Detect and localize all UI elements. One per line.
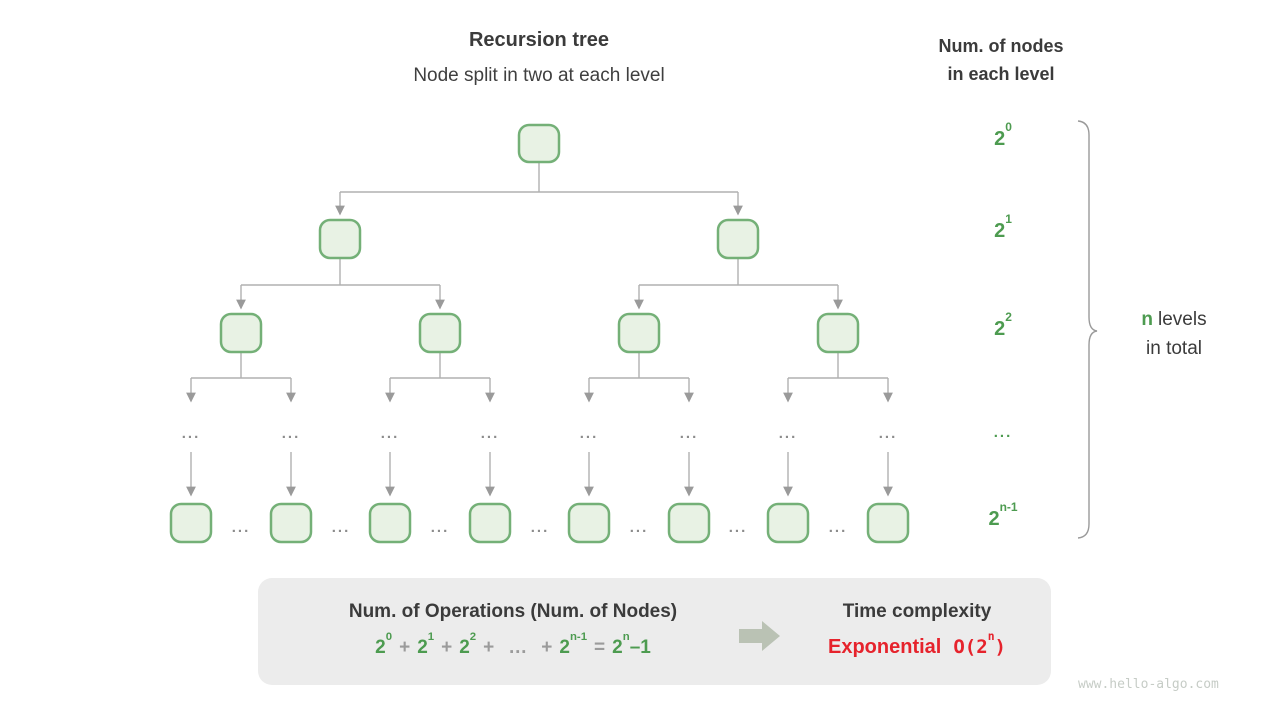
term-2-1: 21 [417, 630, 435, 658]
equals-sign: = [594, 637, 606, 658]
time-complexity-title: Time complexity [842, 601, 992, 622]
tree-node [418, 312, 462, 354]
tree-node [617, 312, 661, 354]
ellipsis: ... [332, 519, 351, 536]
ellipsis: ... [182, 425, 201, 442]
tree-node [368, 502, 412, 544]
ellipsis: ... [580, 425, 599, 442]
tree-connectors [191, 163, 888, 379]
tree-nodes [169, 123, 910, 544]
ellipsis: ... [232, 519, 251, 536]
ellipsis: ... [630, 519, 649, 536]
tree-ellipsis-row: ... ... ... ... ... ... ... ... [182, 425, 898, 442]
operations-formula: 20 +21 +22 + … +2n-1 = 2n–1 [268, 630, 758, 659]
nodes-per-level-heading-line1: Num. of nodes [938, 36, 1064, 56]
figure-title: Recursion tree [468, 29, 610, 51]
figure-subtitle: Node split in two at each level [413, 65, 665, 86]
level-count-label: 20 [994, 120, 1012, 150]
ellipsis: ... [779, 425, 798, 442]
big-o-notation: O(2n) [953, 628, 1006, 658]
ellipsis: ... [431, 519, 450, 536]
level-count-label: 22 [994, 310, 1012, 340]
operations-title: Num. of Operations (Num. of Nodes) [348, 601, 678, 622]
tree-node [766, 502, 810, 544]
complexity-result: Exponential O(2n) [806, 628, 1028, 659]
ellipsis: ... [729, 519, 748, 536]
tree-node [816, 312, 860, 354]
nodes-per-level-heading: Num. of nodes in each level [891, 32, 1111, 88]
tree-arrows [186, 192, 893, 497]
level-count-label: 21 [994, 212, 1012, 242]
term-2-n-1: 2n-1 [559, 630, 588, 658]
plus-sign: + [541, 637, 553, 658]
tree-node [468, 502, 512, 544]
plus-sign: + [399, 637, 411, 658]
level-count-ellipsis: ... [993, 424, 1013, 441]
complexity-summary-box: Num. of Operations (Num. of Nodes) 20 +21… [258, 578, 1051, 685]
tree-node [219, 312, 263, 354]
tree-node [517, 123, 561, 164]
ellipsis: ... [680, 425, 699, 442]
watermark: www.hello-algo.com [1078, 677, 1219, 692]
ellipsis: ... [879, 425, 898, 442]
levels-brace [1077, 120, 1098, 539]
tree-node [169, 502, 213, 544]
ellipsis: ... [829, 519, 848, 536]
nodes-per-level-heading-line2: in each level [947, 64, 1055, 84]
tree-node [318, 218, 362, 260]
n-symbol: n [1141, 309, 1154, 330]
plus-sign: + [441, 637, 453, 658]
tree-node [567, 502, 611, 544]
ellipsis: ... [381, 425, 400, 442]
term-2-0: 20 [375, 630, 393, 658]
term-2-2: 22 [459, 630, 477, 658]
implies-arrow-icon [738, 618, 782, 654]
complexity-word: Exponential [828, 636, 942, 658]
tree-node [866, 502, 910, 544]
tree-node [716, 218, 760, 260]
ellipsis: ... [531, 519, 550, 536]
level-count-label: 2n-1 [988, 500, 1018, 530]
leaf-ellipsis-row: ... ... ... ... ... ... ... [232, 519, 848, 536]
formula-ellipsis: … [508, 637, 528, 658]
tree-node [667, 502, 711, 544]
result-term: 2n–1 [612, 630, 651, 658]
ellipsis: ... [481, 425, 500, 442]
plus-sign: + [483, 637, 495, 658]
tree-node [269, 502, 313, 544]
ellipsis: ... [282, 425, 301, 442]
levels-total-line2: in total [1146, 338, 1202, 359]
